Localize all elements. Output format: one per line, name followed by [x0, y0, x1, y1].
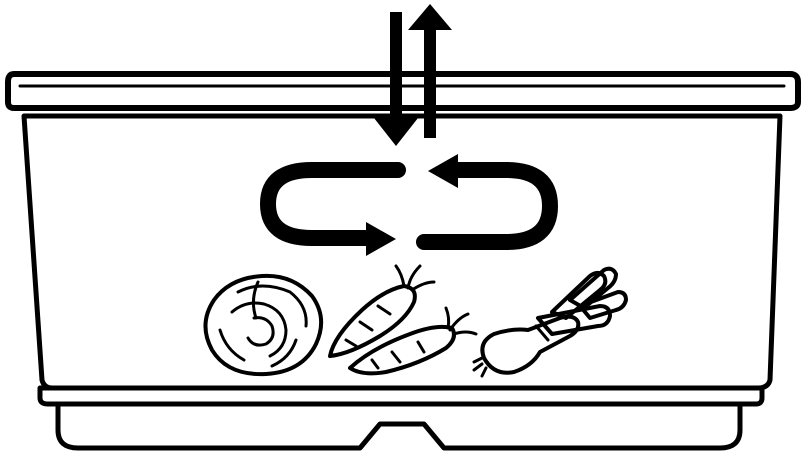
cabbage-icon: [203, 273, 324, 377]
drawer-body: [21, 113, 783, 451]
drawer-lid: [5, 71, 801, 111]
airflow-in-arrow-icon: [374, 12, 418, 146]
carrot-icon: [348, 306, 478, 376]
carrot-icon: [328, 264, 436, 358]
airflow-out-arrow-icon: [408, 4, 452, 138]
leek-icon: [472, 266, 628, 378]
air-circulation-icon: [260, 154, 558, 256]
